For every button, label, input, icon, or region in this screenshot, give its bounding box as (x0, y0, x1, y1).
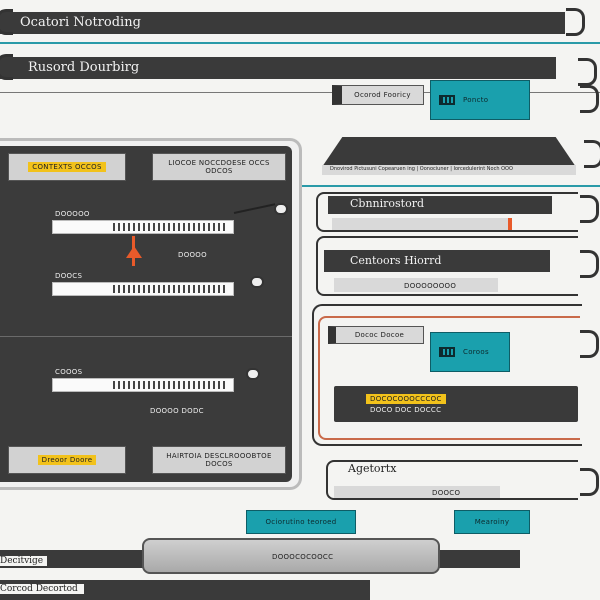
header-bar-second (0, 57, 556, 79)
dococ-docoe-button[interactable]: Dococ Docoe (328, 326, 424, 344)
bottom-long-label: DOOOCOCOOCC (272, 553, 334, 561)
header-bracket-right-top (566, 8, 585, 36)
section1-strip (332, 218, 512, 230)
bottom-long-capsule[interactable] (142, 538, 440, 574)
coroos-teal-button[interactable]: Coroos (430, 332, 510, 372)
poncto-teal-button[interactable]: Poncto (430, 80, 530, 120)
connector-line (0, 92, 600, 93)
nested-frame-inner (318, 316, 580, 440)
side-bracket (580, 468, 599, 496)
connector-line (300, 185, 600, 187)
yellow-bar-label: DOCOCOOOCCCOC (366, 394, 446, 404)
section1-header (328, 196, 552, 214)
yellow-sub-label: DOCO DOC DOCCC (370, 406, 442, 414)
slot2-label: DOOCS (55, 272, 83, 280)
side-bracket (584, 140, 600, 168)
slot1-knob[interactable] (274, 203, 288, 215)
slot3[interactable] (52, 378, 234, 392)
header-title-second: Rusord Dourbirg (28, 60, 140, 75)
header-bracket-right-second (578, 58, 597, 86)
slot2[interactable] (52, 282, 234, 296)
bottom-left-label-1: Decitvige (0, 556, 48, 566)
section3-caption: DOOCO (432, 489, 461, 497)
wide-status-bar (322, 137, 576, 167)
slot1-label: DOOOOO (55, 210, 90, 218)
device-panel (0, 146, 292, 482)
slot1[interactable] (52, 220, 234, 234)
section2-strip (334, 278, 498, 292)
section3-title: Agetortx (348, 462, 397, 475)
side-bracket (580, 85, 599, 113)
grid-icon (439, 347, 455, 357)
contexts-tag[interactable]: CONTEXTS OCCOS (8, 153, 126, 181)
dreoor-doore-tag[interactable]: Dreoor Doore (8, 446, 126, 474)
side-bracket (580, 195, 599, 223)
header-bracket-left-second (0, 54, 13, 80)
slot3-knob[interactable] (246, 368, 260, 380)
wide-status-label: Dnovirod Pictusuni Copearuen ing | Oonoc… (330, 166, 513, 172)
section2-title: Centoors Hiorrd (350, 254, 442, 267)
header-title-top: Ocatori Notroding (20, 15, 141, 30)
section3-frame (326, 460, 578, 500)
side-bracket (580, 250, 599, 278)
grid-icon (439, 95, 455, 105)
bottom-bar-2 (0, 580, 370, 600)
ociorutino-teal-button[interactable]: Ociorutino teoroed (246, 510, 356, 534)
section1-title: Cbnnirostord (350, 197, 425, 210)
ocorod-fooricy-button[interactable]: Ocorod Fooricy (332, 85, 424, 105)
header-bar-top (0, 12, 565, 34)
section2-caption: DOOOOOOOO (404, 282, 457, 290)
mearoiny-teal-button[interactable]: Mearoiny (454, 510, 530, 534)
nested-frame-outer (312, 304, 582, 446)
wide-status-strip (322, 165, 576, 175)
mid-caption: DOOOO (178, 251, 207, 259)
connector-line (0, 42, 600, 44)
section2-frame (316, 236, 578, 296)
section2-header (324, 250, 550, 272)
hairtoia-info-box: HAIRTOIA DESCLROOOBTOE DOCOS (152, 446, 286, 474)
liocoe-info-box: LIOCOE NOCCDOESE OCCS ODCOS (152, 153, 286, 181)
section3-strip (334, 486, 500, 498)
section1-frame (316, 192, 578, 232)
header-bracket-left-top (0, 9, 13, 35)
slot2-knob[interactable] (250, 276, 264, 288)
orange-marker-icon (132, 236, 135, 266)
side-bracket (580, 330, 599, 358)
bottom-caption: DOOOO DODC (150, 407, 204, 415)
panel-divider (0, 336, 292, 337)
bottom-left-label-2: Corcod Decortod (0, 584, 84, 594)
slot3-label: COOOS (55, 368, 83, 376)
yellow-label-panel (334, 386, 578, 422)
